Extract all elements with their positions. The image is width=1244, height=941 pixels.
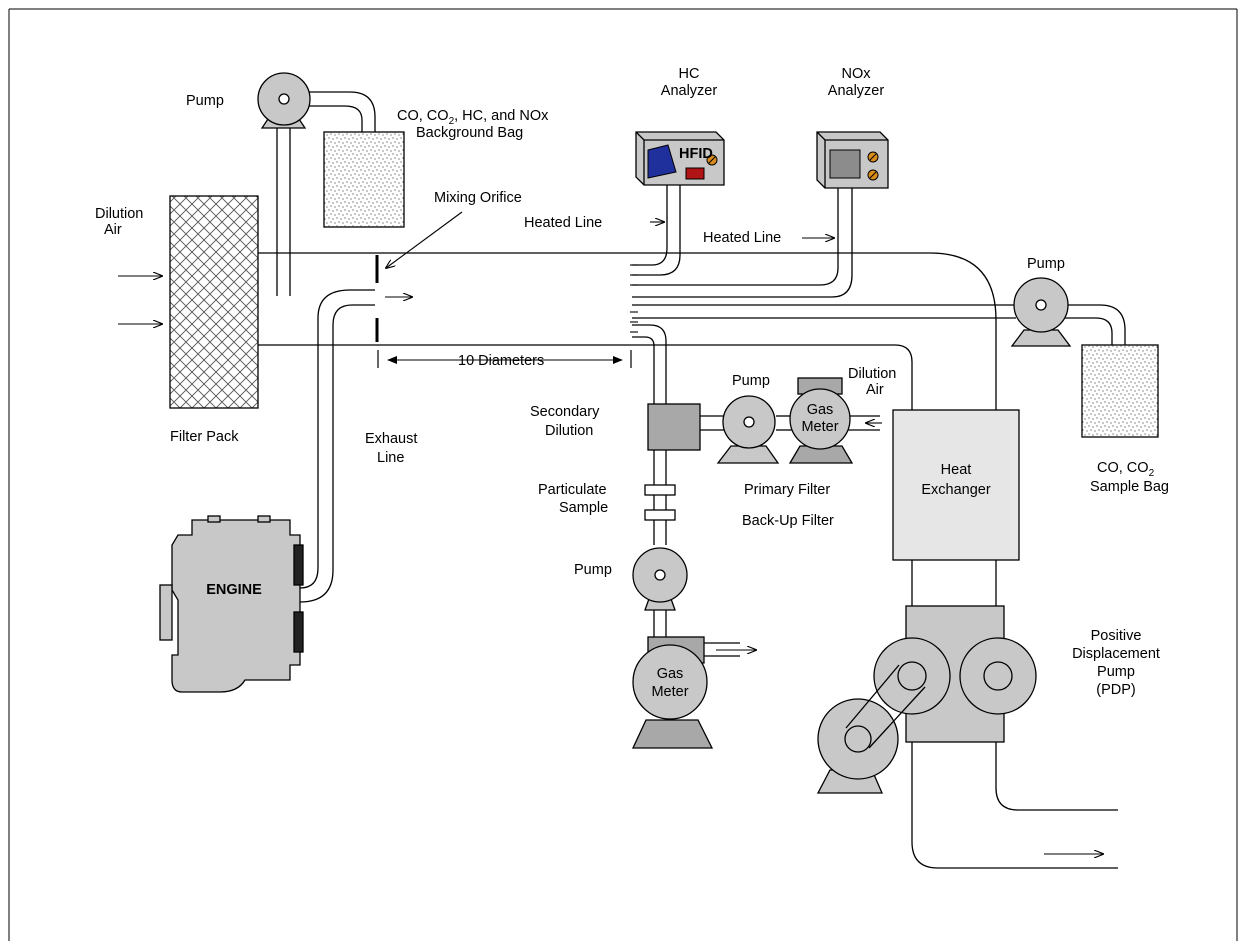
label-gas-meter-lower-2: Meter xyxy=(651,684,688,700)
pdp-outlet-pipe xyxy=(911,742,1118,869)
label-ten-diameters: 10 Diameters xyxy=(458,353,544,369)
label-hfid: HFID xyxy=(679,146,713,162)
background-bag xyxy=(323,131,405,228)
label-secondary-dilution-2: Dilution xyxy=(545,423,593,439)
hc-analyzer xyxy=(635,131,725,186)
label-primary-filter: Primary Filter xyxy=(744,482,830,498)
label-heated-line-1: Heated Line xyxy=(524,215,602,231)
label-nox-analyzer-2: Analyzer xyxy=(828,83,885,99)
positive-displacement-pump xyxy=(816,605,1037,794)
label-particulate-sample-2: Sample xyxy=(559,500,608,516)
label-heat-exchanger-1: Heat xyxy=(941,462,972,478)
label-pdp-2: Displacement xyxy=(1072,646,1160,662)
label-pdp-1: Positive xyxy=(1091,628,1142,644)
label-hc-analyzer-1: HC xyxy=(679,66,700,82)
exhaust-line xyxy=(299,289,375,603)
filter-pack xyxy=(169,195,259,409)
main-tunnel-exit xyxy=(630,252,997,410)
nox-analyzer xyxy=(816,131,889,189)
label-pump-right: Pump xyxy=(1027,256,1065,272)
heat-exchanger-to-pdp xyxy=(911,560,997,606)
backup-filter-holder xyxy=(644,509,676,521)
label-pdp-4: (PDP) xyxy=(1096,682,1135,698)
mixing-orifice-pointer xyxy=(386,211,463,268)
particulate-sample-line xyxy=(632,324,667,637)
label-background-bag-line2: Background Bag xyxy=(416,125,523,141)
label-dilution-air-2-1: Dilution xyxy=(848,366,896,382)
label-exhaust-line-2: Line xyxy=(377,450,404,466)
label-pump-secondary: Pump xyxy=(732,373,770,389)
label-exhaust-line-1: Exhaust xyxy=(365,431,417,447)
label-background-bag-line1: CO, CO2, HC, and NOx xyxy=(397,108,549,127)
pump-lower xyxy=(632,547,688,611)
sample-bag xyxy=(1081,344,1159,438)
gas-meter-upper xyxy=(788,377,854,464)
label-sample-bag-2: Sample Bag xyxy=(1090,479,1169,495)
label-mixing-orifice: Mixing Orifice xyxy=(434,190,522,206)
label-gas-meter-lower-1: Gas xyxy=(657,666,684,682)
pump-right xyxy=(1010,277,1072,347)
label-pump-top: Pump xyxy=(186,93,224,109)
label-backup-filter: Back-Up Filter xyxy=(742,513,834,529)
label-dilution-air-1: Dilution xyxy=(95,206,143,222)
dilution-tunnel xyxy=(258,252,630,346)
label-heated-line-2: Heated Line xyxy=(703,230,781,246)
pump-secondary xyxy=(716,395,780,464)
label-pdp-3: Pump xyxy=(1097,664,1135,680)
label-nox-analyzer-1: NOx xyxy=(842,66,872,82)
hc-analyzer-screen xyxy=(647,144,677,179)
heat-exchanger xyxy=(892,409,1020,561)
label-pump-lower: Pump xyxy=(574,562,612,578)
background-pump-line xyxy=(276,91,376,296)
secondary-dilution-pipes xyxy=(700,415,880,431)
label-particulate-sample-1: Particulate xyxy=(538,482,607,498)
gas-meter-lower xyxy=(631,636,740,749)
label-secondary-dilution-1: Secondary xyxy=(530,404,600,420)
label-gas-meter-upper-1: Gas xyxy=(807,402,834,418)
engine xyxy=(159,515,304,693)
hc-analyzer-indicator xyxy=(685,167,705,180)
label-engine: ENGINE xyxy=(206,582,262,598)
hc-heated-line xyxy=(632,185,681,276)
label-hc-analyzer-2: Analyzer xyxy=(661,83,718,99)
primary-filter-holder xyxy=(644,484,676,496)
label-dilution-air-2: Air xyxy=(104,222,122,238)
label-gas-meter-upper-2: Meter xyxy=(801,419,838,435)
nox-heated-line xyxy=(632,185,853,298)
label-heat-exchanger-2: Exchanger xyxy=(921,482,990,498)
secondary-dilution-chamber xyxy=(647,403,701,451)
nox-analyzer-screen xyxy=(829,149,861,179)
pump-top xyxy=(257,72,311,129)
outer-frame xyxy=(8,8,1238,941)
label-dilution-air-2-2: Air xyxy=(866,382,884,398)
bag-sample-line xyxy=(632,304,1126,345)
label-sample-bag-1: CO, CO2 xyxy=(1097,460,1155,479)
ten-diameters-dimension xyxy=(377,350,632,368)
label-filter-pack: Filter Pack xyxy=(170,429,239,445)
